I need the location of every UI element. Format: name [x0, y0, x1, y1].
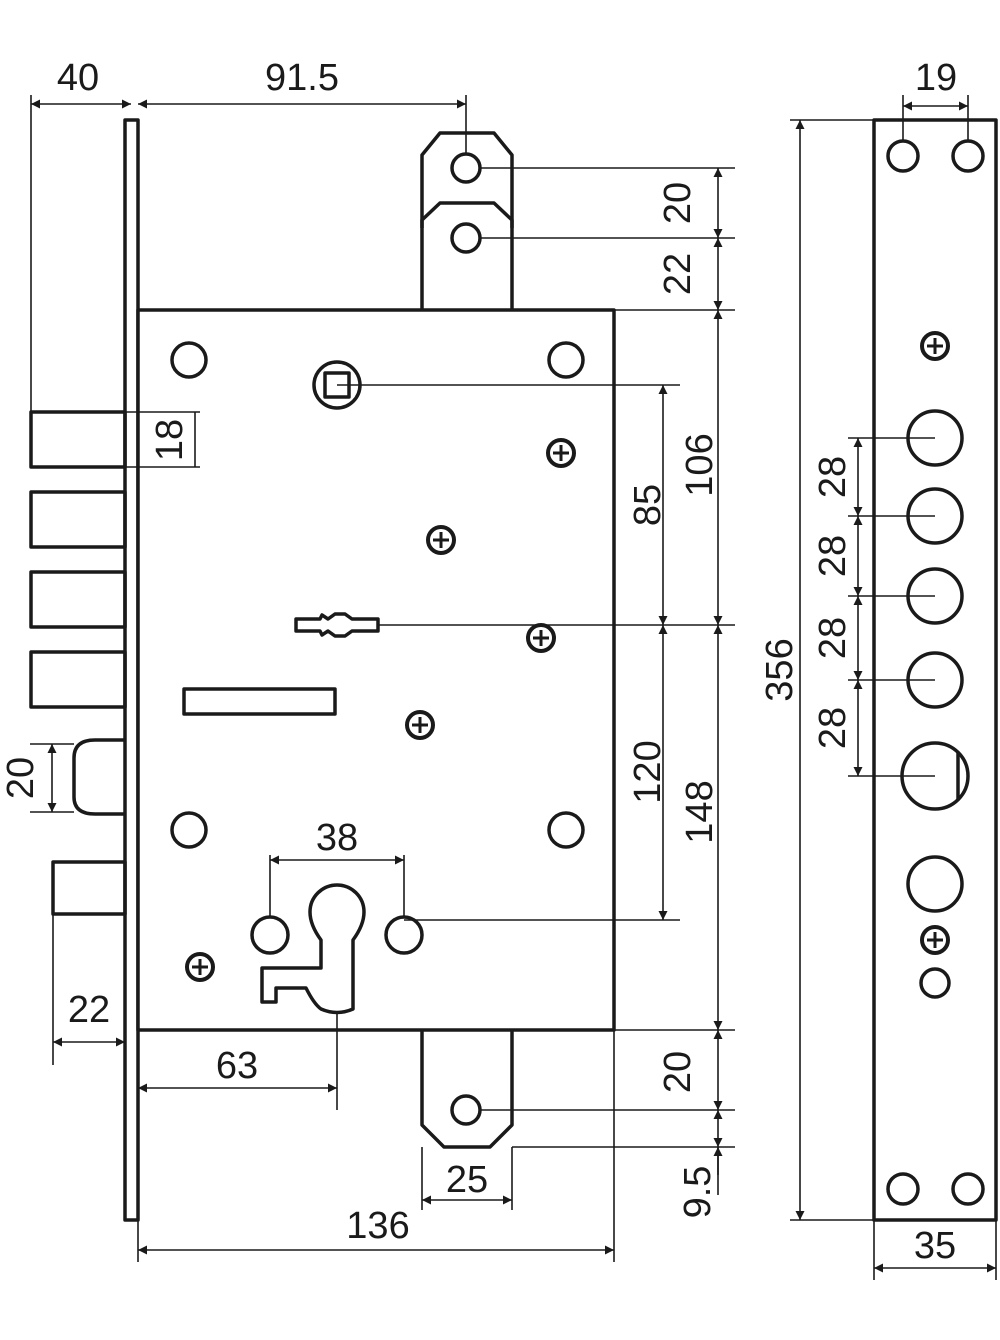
dim-backset: 63 [216, 1045, 258, 1087]
bolt-4 [29, 650, 127, 709]
lock-body [29, 118, 616, 1222]
lock-body-dimensions: 40 91.5 20 22 18 85 106 120 148 [0, 57, 735, 1262]
dim-faceplate-pitch-4: 28 [812, 707, 854, 749]
case-screw-1 [546, 438, 576, 468]
bolt-2 [29, 490, 127, 549]
faceplate-mount-hole-bottom-left [886, 1172, 920, 1206]
faceplate-dimensions: 19 356 28 28 28 28 35 [759, 57, 997, 1280]
dim-bottom-hole-pitch: 20 [657, 1051, 699, 1093]
faceplate-small-hole [919, 967, 951, 999]
latch-bolt [72, 738, 125, 816]
dim-faceplate-offset: 40 [57, 57, 99, 99]
dim-square-to-keyhole: 85 [627, 484, 669, 526]
rectangular-slot [182, 687, 337, 716]
dim-faceplate-width: 35 [914, 1225, 956, 1267]
bolt-1 [29, 410, 127, 469]
dim-top-tab-to-case: 22 [657, 253, 699, 295]
top-tab [420, 131, 514, 310]
faceplate-deadbolt-hole [906, 855, 964, 913]
dim-keyhole-to-bottom: 148 [679, 780, 721, 843]
faceplate-outline [872, 118, 998, 1222]
dim-deadbolt-offset: 22 [68, 989, 110, 1031]
lock-case [136, 308, 616, 1032]
dim-top-hole-pitch: 20 [657, 182, 699, 224]
faceplate-mount-hole-top-right [951, 139, 985, 173]
case-screw-5 [185, 952, 215, 982]
bottom-tab [420, 1030, 514, 1149]
faceplate-mount-hole-top-left [886, 139, 920, 173]
case-hole-bottom-left [170, 811, 208, 849]
case-screw-2 [426, 525, 456, 555]
case-screw-3 [526, 623, 556, 653]
dim-faceplate-pitch-3: 28 [812, 617, 854, 659]
faceplate-front-view [872, 118, 998, 1222]
dim-tab-width: 25 [446, 1159, 488, 1201]
dim-cylinder-holes-pitch: 38 [316, 817, 358, 859]
top-tab-inner [420, 201, 514, 228]
case-hole-top-right [547, 341, 585, 379]
front-faceplate-strip [123, 118, 140, 1222]
case-hole-top-left [170, 341, 208, 379]
dim-top-to-keyhole: 106 [679, 433, 721, 496]
dim-faceplate-pitch-2: 28 [812, 535, 854, 577]
faceplate-mount-hole-bottom-right [951, 1172, 985, 1206]
euro-cylinder-cutout [260, 883, 366, 1015]
dim-bolt-height: 18 [149, 419, 191, 461]
dim-latch-height: 20 [0, 757, 42, 799]
faceplate-screw-bottom [920, 925, 950, 955]
dim-faceplate-length: 356 [759, 638, 801, 701]
deadbolt-lower [51, 860, 127, 916]
dim-bottom-tab-end: 9.5 [677, 1166, 719, 1219]
dim-faceplate-pitch-1: 28 [812, 456, 854, 498]
faceplate-screw-top [920, 331, 950, 361]
bolt-3 [29, 570, 127, 629]
case-hole-bottom-right [547, 811, 585, 849]
dim-case-width: 136 [346, 1205, 409, 1247]
dim-spindle-offset: 91.5 [265, 57, 339, 99]
dim-faceplate-hole-pitch: 19 [915, 57, 957, 99]
keyhole-slot-icon [294, 612, 380, 638]
case-screw-4 [405, 710, 435, 740]
dim-keyhole-to-cylinder: 120 [627, 740, 669, 803]
